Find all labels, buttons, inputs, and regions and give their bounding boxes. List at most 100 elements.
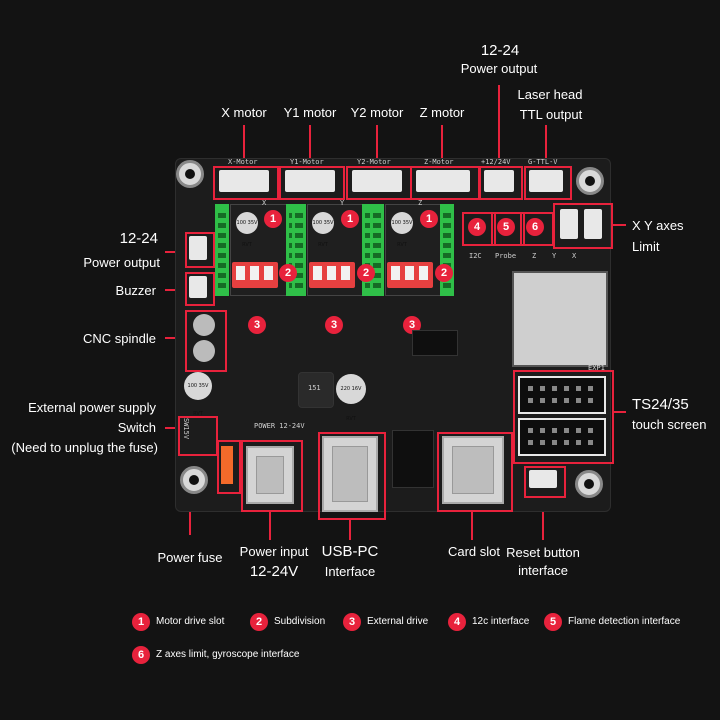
badge-5: 5 — [497, 218, 515, 236]
badge-3-x: 3 — [248, 316, 266, 334]
buzzer-box — [185, 272, 215, 306]
wifi-module — [512, 271, 608, 367]
power-input-jack — [246, 446, 294, 504]
fuse-box — [217, 440, 241, 494]
reset-box — [524, 466, 566, 498]
power-output-top-connector — [484, 170, 514, 192]
badge-3-z: 3 — [403, 316, 421, 334]
silk-y1-motor: Y1-Motor — [290, 158, 324, 166]
silk-y2-motor: Y2-Motor — [357, 158, 391, 166]
spindle-screw-1 — [193, 314, 215, 336]
badge-1-x: 1 — [264, 210, 282, 228]
silk-switch: SW15V — [182, 418, 190, 440]
label-y2-motor: Y2 motor — [350, 105, 404, 120]
x-limit-connector — [584, 209, 602, 239]
driver-slot-x-left — [215, 204, 229, 296]
silk-i2c: I2C — [469, 252, 482, 260]
power-output-top-box — [479, 166, 523, 200]
mount-hole-bottom-right — [575, 470, 603, 498]
card-slot — [442, 436, 504, 504]
power-capacitor: 100 35V RVT — [184, 372, 212, 417]
label-power-output-left: Power output — [83, 255, 160, 270]
label-laser-head: Laser head — [517, 87, 583, 102]
label-ttl-output: TTL output — [519, 107, 583, 122]
power-input-box — [241, 440, 303, 512]
silk-limit-z: Z — [532, 252, 537, 260]
flame-port-box — [491, 212, 525, 246]
mount-hole-top-right — [576, 167, 604, 195]
usb-box — [318, 432, 386, 520]
y-limit-connector — [560, 209, 578, 239]
silk-inductor: 151 — [308, 384, 321, 392]
label-card-slot: Card slot — [447, 544, 501, 559]
usb-serial-ic — [392, 430, 434, 488]
silk-z-motor: Z-Motor — [424, 158, 454, 166]
usb-port — [322, 436, 378, 512]
label-usb-interface: Interface — [324, 564, 376, 579]
silk-probe: Probe — [495, 252, 517, 260]
badge-4: 4 — [468, 218, 486, 236]
driver-x-capacitor: 100 35V RVT — [236, 212, 258, 248]
label-power-fuse: Power fuse — [157, 550, 223, 565]
badge-6: 6 — [526, 218, 544, 236]
label-touch-screen: touch screen — [632, 417, 707, 432]
label-power-output-top: Power output — [460, 61, 538, 76]
label-power-output-left-voltage: 12-24 — [119, 230, 158, 247]
silk-limit-x: X — [572, 252, 577, 260]
driver-ic — [412, 330, 458, 356]
driver-slot-z-left — [370, 204, 384, 296]
laser-ttl-box — [524, 166, 572, 200]
spindle-screw-2 — [193, 340, 215, 362]
label-power-input: Power input — [239, 544, 309, 559]
i2c-port-box — [462, 212, 496, 246]
power-output-left-box — [185, 232, 215, 268]
label-power-output-top-voltage: 12-24 — [480, 42, 520, 59]
label-y1-motor: Y1 motor — [283, 105, 337, 120]
label-reset-interface: interface — [518, 563, 568, 578]
ts-header-top — [518, 376, 606, 414]
label-unplug-fuse: (Need to unplug the fuse) — [11, 440, 158, 455]
driver-y-capacitor: 100 35V RVT — [312, 212, 334, 248]
inductor — [298, 372, 334, 408]
silk-power: +12/24V — [481, 158, 511, 166]
silk-exp1: EXP1 — [588, 364, 605, 372]
label-reset-button: Reset button — [506, 545, 580, 560]
card-slot-box — [437, 432, 513, 512]
label-xy-axes: X Y axes — [632, 218, 684, 233]
label-z-motor: Z motor — [419, 105, 465, 120]
dip-switch-x — [232, 262, 278, 288]
silk-x-motor: X-Motor — [228, 158, 258, 166]
label-buzzer: Buzzer — [115, 283, 156, 298]
axis-letter-y: Y — [340, 199, 345, 207]
badge-2-y: 2 — [357, 264, 375, 282]
badge-3-y: 3 — [325, 316, 343, 334]
label-limit: Limit — [632, 239, 660, 254]
laser-ttl-connector — [529, 170, 563, 192]
fuse — [221, 446, 233, 484]
switch-box — [178, 416, 218, 456]
label-ts-model: TS24/35 — [632, 396, 689, 413]
ts-connector-box — [513, 370, 614, 464]
ts-header-bottom — [518, 418, 606, 456]
reset-connector — [529, 470, 557, 488]
x-motor-connector — [219, 170, 269, 192]
label-switch: Switch — [117, 420, 156, 435]
z-motor-connector — [416, 170, 470, 192]
axis-letter-x: X — [262, 199, 267, 207]
power-output-left-connector — [189, 236, 207, 260]
input-capacitor: 220 16V RVT — [336, 374, 366, 422]
badge-2-z: 2 — [435, 264, 453, 282]
y1-motor-connector-box — [279, 166, 345, 200]
driver-slot-z-right — [440, 204, 454, 296]
label-cnc-spindle: CNC spindle — [83, 331, 156, 346]
driver-z-capacitor: 100 35V RVT — [391, 212, 413, 248]
silk-ttl: G-TTL-V — [528, 158, 558, 166]
label-usb-pc: USB-PC — [321, 543, 379, 560]
buzzer-connector — [189, 276, 207, 298]
